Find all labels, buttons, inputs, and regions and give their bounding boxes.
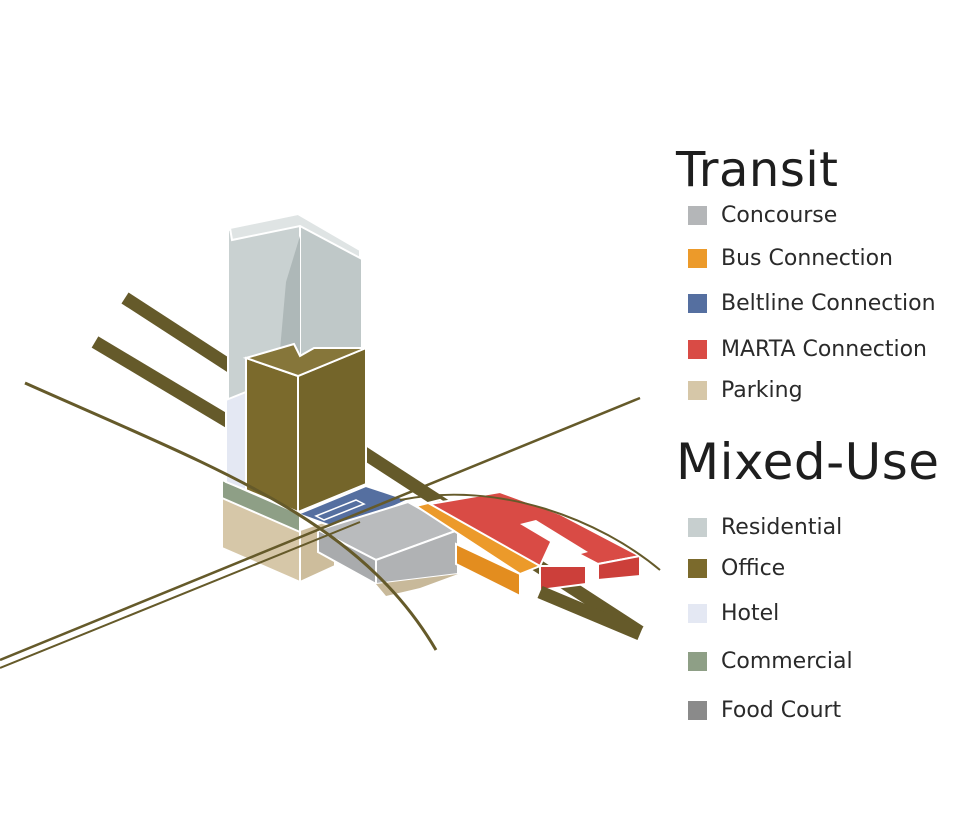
residential-tower-shadow [280, 236, 300, 360]
rail-line-front [537, 586, 643, 640]
legend-transit-title: Transit [676, 142, 839, 198]
legend-transit: Transit [676, 140, 964, 200]
concourse-swatch [688, 205, 707, 225]
legend-item-food-court: Food Court [688, 696, 841, 724]
legend-item-label: Bus Connection [721, 245, 893, 271]
legend-item-office: Office [688, 554, 785, 582]
legend-item-label: Residential [721, 514, 843, 540]
legend-item-parking: Parking [688, 376, 803, 404]
legend-item-residential: Residential [688, 513, 842, 541]
beltline-connection-swatch [688, 293, 707, 313]
beltline-connection-inner [314, 499, 366, 521]
marta-connection-swatch [688, 339, 707, 359]
hotel-swatch [688, 603, 707, 623]
office-tower-top [242, 342, 367, 378]
commercial-swatch [688, 651, 707, 671]
legend-item-label: MARTA Connection [721, 336, 927, 362]
legend-item-label: Food Court [721, 697, 842, 723]
concourse-base [376, 574, 458, 596]
legend-item-label: Commercial [721, 648, 853, 674]
legend-item-label: Parking [721, 377, 803, 403]
residential-tower-top [228, 212, 361, 260]
legend-item-label: Concourse [721, 202, 838, 228]
bus-connection-swatch [688, 248, 707, 268]
legend-item-marta-connection: MARTA Connection [688, 335, 927, 363]
residential-swatch [688, 517, 707, 537]
legend-item-bus-connection: Bus Connection [688, 244, 893, 272]
bus-connection-front [455, 542, 521, 598]
marta-slot [520, 520, 588, 556]
office-swatch [688, 558, 707, 578]
parking-swatch [688, 380, 707, 400]
legend-item-label: Hotel [721, 600, 780, 626]
legend-item-label: Beltline Connection [721, 290, 936, 316]
legend-item-commercial: Commercial [688, 647, 853, 675]
diagonal-line-2 [0, 521, 361, 669]
transit-curve [399, 493, 661, 571]
legend-mixed-use-title: Mixed-Use [676, 433, 940, 491]
legend-item-beltline-connection: Beltline Connection [688, 289, 936, 317]
food-court-swatch [688, 700, 707, 720]
marta-connection-front-2 [597, 554, 641, 582]
marta-connection-front-1 [539, 565, 587, 592]
diagonal-line-1 [0, 396, 641, 662]
legend-mixed-use: Mixed-Use [676, 430, 964, 494]
legend-item-concourse: Concourse [688, 201, 837, 229]
legend-item-hotel: Hotel [688, 599, 779, 627]
beltline-curve [24, 381, 438, 651]
legend-item-label: Office [721, 555, 786, 581]
